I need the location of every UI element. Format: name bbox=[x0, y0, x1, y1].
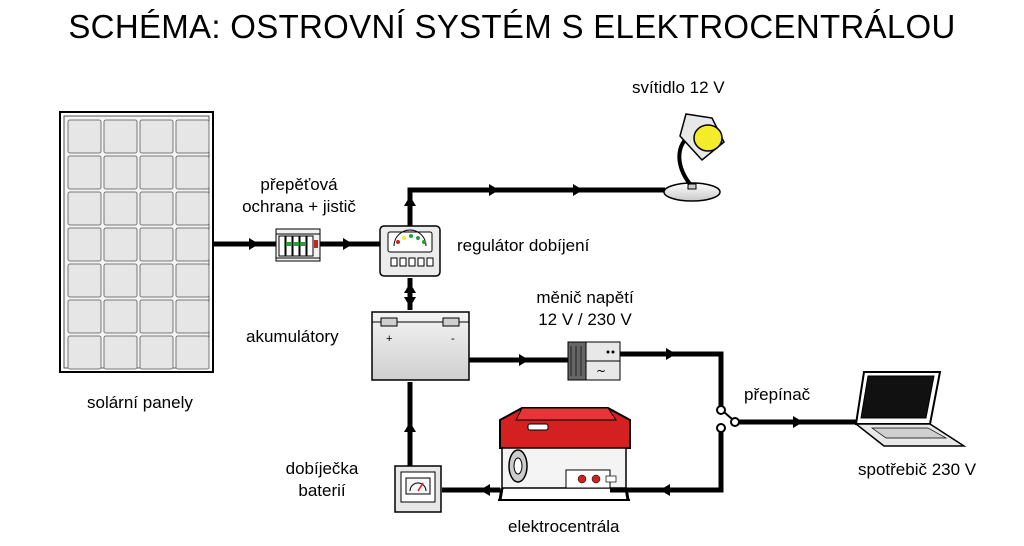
generator-icon bbox=[498, 407, 631, 501]
charger-label: dobíječka baterií bbox=[272, 458, 372, 502]
solar-cell bbox=[175, 191, 210, 226]
solar-cell bbox=[67, 191, 102, 226]
solar-cell bbox=[175, 155, 210, 190]
arrow-up-icon bbox=[404, 422, 416, 432]
solar-cell bbox=[103, 155, 138, 190]
solar-cell bbox=[139, 191, 174, 226]
solar-cell bbox=[67, 119, 102, 154]
solar-panels-label: solární panely bbox=[87, 393, 193, 412]
solar-cell bbox=[67, 299, 102, 334]
generator-label: elektrocentrála bbox=[508, 517, 620, 536]
solar-cell bbox=[175, 263, 210, 298]
batteries-label: akumulátory bbox=[246, 327, 339, 346]
svg-text:~: ~ bbox=[596, 364, 606, 378]
solar-cell bbox=[175, 335, 210, 370]
wire-inverter-to-switch bbox=[620, 351, 724, 406]
solar-cell bbox=[175, 227, 210, 262]
surge-protection-label: přepěťová ochrana + jistič bbox=[232, 174, 366, 218]
svg-text:+: + bbox=[386, 333, 392, 345]
charger-label-line1: dobíječka bbox=[285, 459, 359, 478]
arrow-right-icon bbox=[489, 184, 499, 196]
battery-charger-icon bbox=[394, 465, 442, 513]
svg-text:-: - bbox=[451, 333, 455, 345]
arrow-left-icon bbox=[660, 484, 670, 496]
solar-cell bbox=[103, 299, 138, 334]
solar-cell bbox=[175, 299, 210, 334]
inverter-label: měnič napětí 12 V / 230 V bbox=[520, 287, 650, 331]
solar-cell bbox=[139, 335, 174, 370]
solar-cell bbox=[67, 155, 102, 190]
solar-cell bbox=[139, 155, 174, 190]
solar-cell bbox=[67, 335, 102, 370]
arrow-left-icon bbox=[480, 484, 490, 496]
solar-cell bbox=[139, 119, 174, 154]
solar-cell bbox=[103, 263, 138, 298]
arrow-right-icon bbox=[249, 238, 259, 250]
inverter-icon: ~ bbox=[567, 341, 621, 381]
lamp-icon bbox=[663, 113, 725, 202]
lamp-label: svítidlo 12 V bbox=[632, 78, 725, 97]
switch-label: přepínač bbox=[744, 385, 811, 404]
breaker-icon bbox=[275, 228, 321, 262]
battery-icon: + - bbox=[371, 311, 470, 381]
changeover-switch-icon bbox=[716, 405, 740, 433]
solar-cell bbox=[103, 335, 138, 370]
solar-cell bbox=[103, 119, 138, 154]
solar-cell bbox=[139, 299, 174, 334]
surge-protection-label-line1: přepěťová bbox=[260, 175, 338, 194]
solar-cell bbox=[67, 263, 102, 298]
charger-label-line2: baterií bbox=[298, 481, 346, 500]
laptop-icon bbox=[853, 371, 967, 447]
solar-cell bbox=[139, 227, 174, 262]
solar-cell bbox=[67, 227, 102, 262]
arrow-right-icon bbox=[666, 348, 676, 360]
charge-regulator-icon bbox=[379, 225, 441, 277]
solar-cell bbox=[175, 119, 210, 154]
surge-protection-label-line2: ochrana + jistič bbox=[242, 197, 356, 216]
arrow-right-icon bbox=[793, 416, 803, 428]
wire-regulator-to-lamp bbox=[407, 187, 665, 227]
inverter-label-line2: 12 V / 230 V bbox=[538, 310, 632, 329]
inverter-label-line1: měnič napětí bbox=[536, 288, 634, 307]
arrow-up-icon bbox=[404, 283, 416, 293]
arrow-up-icon bbox=[404, 196, 416, 206]
page-title: SCHÉMA: OSTROVNÍ SYSTÉM S ELEKTROCENTRÁL… bbox=[68, 8, 956, 45]
solar-cell bbox=[103, 227, 138, 262]
solar-cell bbox=[139, 263, 174, 298]
arrow-right-icon bbox=[519, 354, 529, 366]
solar-panel-icon bbox=[59, 111, 214, 373]
wire-generator-to-switch bbox=[610, 432, 724, 493]
regulator-label: regulátor dobíjení bbox=[457, 236, 590, 255]
load-label: spotřebič 230 V bbox=[858, 460, 977, 479]
arrow-right-icon bbox=[343, 238, 353, 250]
arrows bbox=[249, 184, 803, 496]
arrow-right-icon bbox=[573, 184, 583, 196]
solar-cell bbox=[103, 191, 138, 226]
arrow-down-icon bbox=[404, 297, 416, 307]
